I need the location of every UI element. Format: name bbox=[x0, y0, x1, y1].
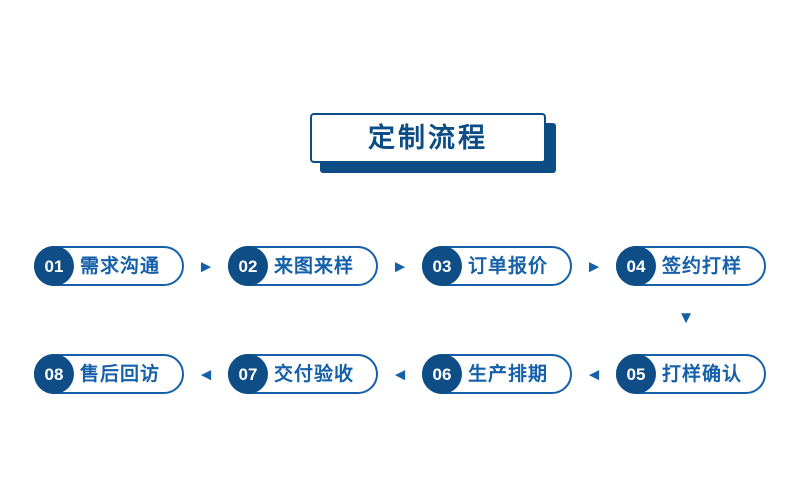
arrow-right-icon: ► bbox=[585, 256, 603, 276]
arrow-right-icon: ► bbox=[197, 256, 215, 276]
process-step-02[interactable]: 02 来图来样 bbox=[228, 246, 378, 286]
step-label: 售后回访 bbox=[80, 363, 161, 385]
step-label: 打样确认 bbox=[662, 363, 743, 385]
process-row-bottom: 08 售后回访 ◄ 07 交付验收 ◄ 06 生产排期 ◄ 05 打样确认 bbox=[0, 352, 800, 396]
step-number-badge: 07 bbox=[228, 354, 268, 394]
step-label: 生产排期 bbox=[468, 363, 549, 385]
step-label: 交付验收 bbox=[274, 363, 355, 385]
step-number-badge: 01 bbox=[34, 246, 74, 286]
arrow-left-icon: ◄ bbox=[391, 364, 409, 384]
step-number-badge: 02 bbox=[228, 246, 268, 286]
step-number-badge: 05 bbox=[616, 354, 656, 394]
process-step-03[interactable]: 03 订单报价 bbox=[422, 246, 572, 286]
step-number-badge: 03 bbox=[422, 246, 462, 286]
step-label: 需求沟通 bbox=[80, 255, 161, 277]
page-title-block: 定制流程 bbox=[310, 113, 556, 173]
process-step-05[interactable]: 05 打样确认 bbox=[616, 354, 766, 394]
process-step-06[interactable]: 06 生产排期 bbox=[422, 354, 572, 394]
title-box: 定制流程 bbox=[310, 113, 546, 163]
process-step-04[interactable]: 04 签约打样 bbox=[616, 246, 766, 286]
arrow-left-icon: ◄ bbox=[197, 364, 215, 384]
step-label: 签约打样 bbox=[662, 255, 743, 277]
step-number-badge: 08 bbox=[34, 354, 74, 394]
step-label: 来图来样 bbox=[274, 255, 355, 277]
step-number-badge: 04 bbox=[616, 246, 656, 286]
step-number-badge: 06 bbox=[422, 354, 462, 394]
arrow-down-icon: ▼ bbox=[677, 308, 695, 327]
process-row-top: 01 需求沟通 ► 02 来图来样 ► 03 订单报价 ► 04 签约打样 bbox=[0, 244, 800, 288]
arrow-right-icon: ► bbox=[391, 256, 409, 276]
step-label: 订单报价 bbox=[468, 255, 549, 277]
arrow-down-connector: ▼ bbox=[0, 309, 800, 326]
page-title: 定制流程 bbox=[368, 122, 488, 153]
process-step-07[interactable]: 07 交付验收 bbox=[228, 354, 378, 394]
arrow-left-icon: ◄ bbox=[585, 364, 603, 384]
process-step-01[interactable]: 01 需求沟通 bbox=[34, 246, 184, 286]
process-step-08[interactable]: 08 售后回访 bbox=[34, 354, 184, 394]
